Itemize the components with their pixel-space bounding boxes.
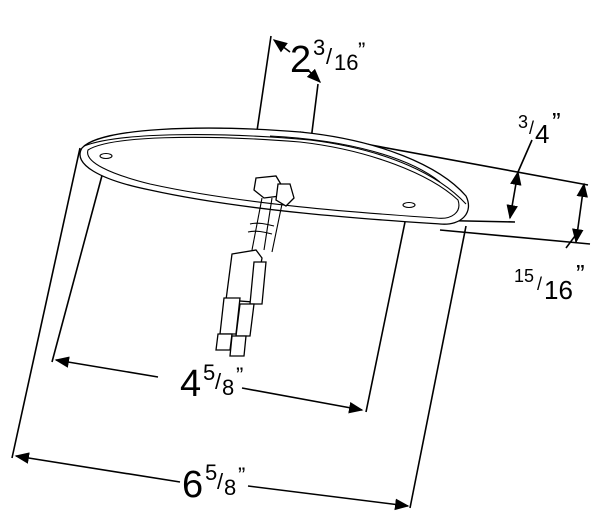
svg-text:6: 6 xyxy=(182,464,203,506)
label-depth: 2 3 / 16 ” xyxy=(290,35,365,81)
svg-text:3: 3 xyxy=(313,35,325,60)
svg-text:”: ” xyxy=(238,463,245,488)
svg-text:/: / xyxy=(529,118,534,138)
svg-text:/: / xyxy=(537,274,542,294)
svg-text:16: 16 xyxy=(544,275,573,305)
svg-text:5: 5 xyxy=(203,360,215,385)
svg-text:”: ” xyxy=(552,107,561,137)
svg-text:2: 2 xyxy=(290,39,311,81)
svg-text:/: / xyxy=(215,369,222,394)
svg-text:15: 15 xyxy=(514,266,534,286)
svg-text:”: ” xyxy=(576,259,585,289)
svg-text:/: / xyxy=(217,469,224,494)
mount-hole-left xyxy=(99,152,113,160)
svg-text:”: ” xyxy=(358,38,365,63)
label-overall-length: 6 5 / 8 ” xyxy=(182,460,245,506)
dimension-arrows xyxy=(14,39,588,511)
label-mount-spacing: 4 5 / 8 ” xyxy=(180,360,243,405)
pigtail-connector xyxy=(215,175,295,357)
svg-text:4: 4 xyxy=(180,363,201,405)
svg-text:8: 8 xyxy=(224,475,236,500)
svg-text:5: 5 xyxy=(205,460,217,485)
svg-text:4: 4 xyxy=(535,119,549,149)
svg-text:16: 16 xyxy=(334,50,358,75)
label-total-height: 15 / 16 ” xyxy=(514,259,585,305)
svg-text:”: ” xyxy=(236,363,243,388)
extension-lines xyxy=(11,35,591,509)
label-lens-height: 3 / 4 ” xyxy=(518,107,561,149)
svg-text:3: 3 xyxy=(518,112,528,132)
svg-text:8: 8 xyxy=(222,375,234,400)
mount-hole-right xyxy=(402,201,416,209)
svg-text:/: / xyxy=(326,44,333,69)
